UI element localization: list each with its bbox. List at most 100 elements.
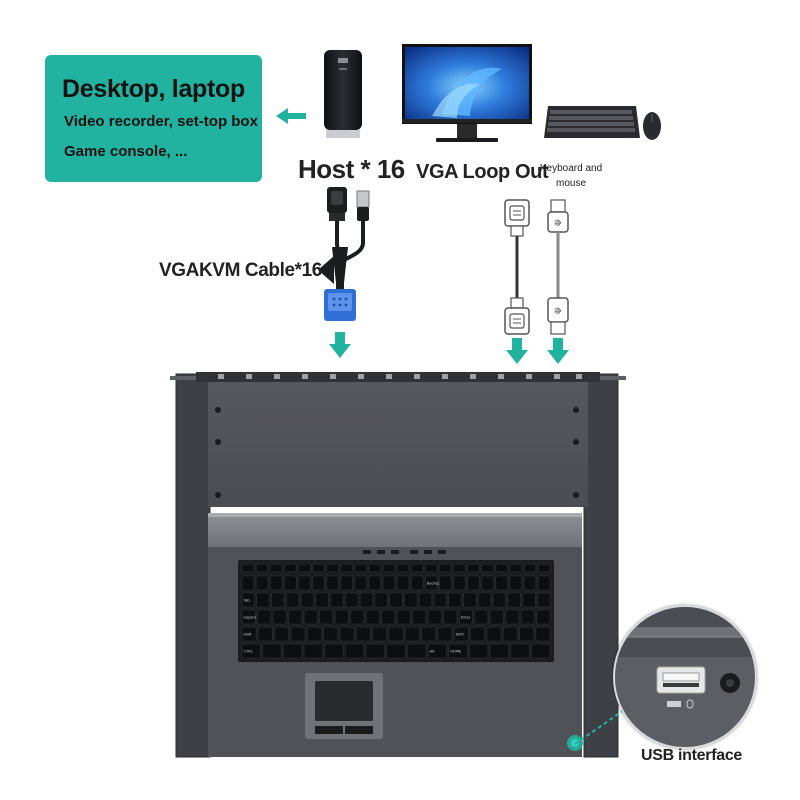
keyboard-key <box>288 609 303 625</box>
keyboard-key <box>453 563 466 573</box>
keyboard-key <box>312 575 325 591</box>
keyboard-key <box>300 592 314 608</box>
keyboard-key-label: Alt <box>430 650 435 654</box>
keyboard-key <box>507 592 521 608</box>
keyboard-key <box>448 643 468 659</box>
keyboard-key <box>286 592 300 608</box>
keyboard-key <box>396 563 410 573</box>
keyboard-key <box>474 609 489 625</box>
keyboard-key <box>396 609 411 625</box>
usb-cable-icon: ⭆ ⭆ <box>547 199 569 335</box>
keyboard-key <box>509 575 523 591</box>
keyboard-key <box>453 626 469 642</box>
keyboard-key <box>439 575 452 591</box>
keyboard-mouse-label-line2: mouse <box>555 178 586 189</box>
keyboard-key <box>433 592 447 608</box>
keyboard-key <box>467 575 480 591</box>
arrow-down-icon <box>329 332 351 358</box>
keyboard-key <box>489 643 509 659</box>
keyboard-key <box>298 563 311 573</box>
keyboard-key <box>255 563 269 573</box>
keyboard-key <box>350 609 365 625</box>
keyboard-key <box>437 626 453 642</box>
keyboard-key <box>326 563 339 573</box>
keyboard-key <box>478 592 492 608</box>
source-devices-line-2: Video recorder, set-top box <box>64 113 258 130</box>
keyboard-key <box>298 575 311 591</box>
keyboard-key <box>354 575 367 591</box>
keyboard-key <box>425 575 438 591</box>
keyboard-key <box>421 626 436 642</box>
vga-loop-out-label: VGA Loop Out <box>416 161 549 183</box>
keyboard-key <box>410 575 424 591</box>
keyboard-key <box>368 563 382 573</box>
monitor-icon <box>402 44 532 142</box>
keyboard-key <box>258 626 273 642</box>
keyboard-key <box>519 626 534 642</box>
keyboard-key <box>396 575 410 591</box>
usb-interface-zoom <box>613 605 757 749</box>
host-label: Host * 16 <box>298 154 405 184</box>
keyboard-key <box>315 592 329 608</box>
keyboard-key <box>448 592 462 608</box>
arrow-down-icon <box>547 338 569 364</box>
keyboard-key <box>523 575 537 591</box>
keyboard-key <box>324 643 344 659</box>
keyboard-key <box>340 575 353 591</box>
keyboard-key <box>334 609 349 625</box>
keyboard-key <box>284 575 297 591</box>
keyboard-key <box>323 626 339 642</box>
keyboard-key <box>307 626 322 642</box>
keyboard-key <box>241 575 255 591</box>
keyboard-key <box>502 626 518 642</box>
keyboard-key <box>537 592 551 608</box>
keyboard-key <box>271 592 285 608</box>
keyboard-key <box>303 643 323 659</box>
keyboard-key <box>382 563 396 573</box>
keyboard-key <box>241 643 261 659</box>
keyboard-key <box>486 626 502 642</box>
keyboard-key <box>330 592 344 608</box>
keyboard-key <box>536 609 551 625</box>
keyboard-key <box>269 563 283 573</box>
keyboard-key <box>419 592 433 608</box>
vgakvm-cable-label: VGAKVM Cable*16 <box>159 260 322 281</box>
pc-tower-icon <box>324 50 362 138</box>
keyboard-key-label: Backspace <box>427 582 447 586</box>
source-devices-title: Desktop, laptop <box>61 75 245 103</box>
keyboard-key <box>412 609 427 625</box>
source-devices-box: Desktop, laptop Video recorder, set-top … <box>45 55 262 182</box>
keyboard-key <box>481 563 494 573</box>
keyboard-key <box>463 592 477 608</box>
keyboard-key <box>326 575 339 591</box>
keyboard-key <box>470 626 485 642</box>
keyboard-key <box>523 563 537 573</box>
keyboard-key <box>388 626 404 642</box>
keyboard-key <box>339 626 355 642</box>
keyboard-key <box>467 563 480 573</box>
keyboard-key-label: CTRL <box>244 650 253 654</box>
keyboard-key <box>469 643 489 659</box>
source-devices-line-3: Game console, ... <box>64 143 188 160</box>
keyboard-key <box>241 626 257 642</box>
keyboard-key-label: CapsLk <box>244 616 258 620</box>
keyboard-key <box>389 592 403 608</box>
keyboard-key <box>359 592 373 608</box>
keyboard-key <box>489 609 504 625</box>
keyboard-key <box>537 563 551 573</box>
keyboard-key <box>509 563 523 573</box>
keyboard-key <box>381 609 396 625</box>
keyboard-key <box>241 563 255 573</box>
keyboard-key <box>481 575 494 591</box>
keyboard-key <box>365 643 385 659</box>
keyboard-key <box>303 609 318 625</box>
vga-kvm-cable-icon <box>324 187 370 321</box>
keyboard-key <box>241 592 255 608</box>
cable-label-pointer-icon <box>318 256 334 284</box>
usb-interface-label: USB interface <box>641 747 743 764</box>
keyboard-key <box>505 609 520 625</box>
keyboard-key <box>354 563 367 573</box>
keyboard-key <box>386 643 406 659</box>
